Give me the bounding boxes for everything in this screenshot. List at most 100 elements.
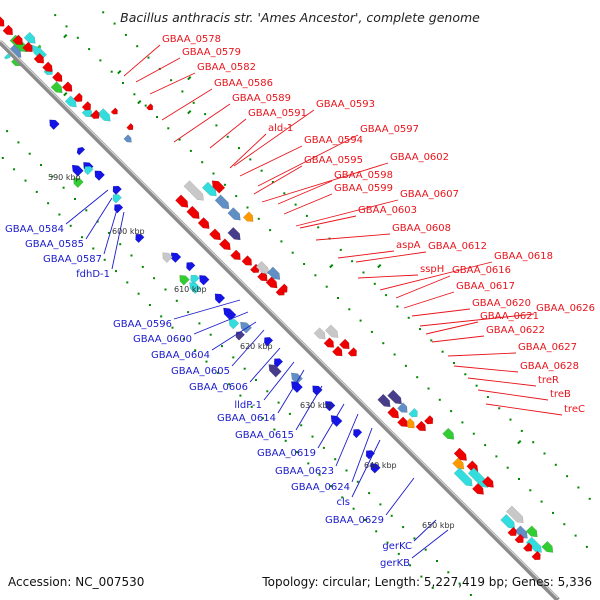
gene-block — [330, 415, 343, 427]
tick-mark — [122, 82, 124, 84]
tick-mark — [192, 101, 195, 104]
gene-block — [481, 475, 494, 488]
forward-gene-label: GBAA_0608 — [392, 223, 451, 234]
gene-block — [97, 108, 111, 122]
tick-mark — [409, 564, 412, 567]
forward-leader-line — [425, 321, 479, 335]
tick-mark — [194, 349, 197, 352]
tick-mark — [397, 552, 400, 555]
tick-mark — [509, 418, 512, 421]
tick-mark — [262, 417, 264, 420]
tick-mark — [65, 25, 68, 28]
gene-block — [541, 540, 554, 553]
gene-block — [268, 364, 282, 378]
tick-mark — [334, 458, 337, 461]
tick-mark — [81, 236, 83, 239]
gene-block — [453, 447, 467, 461]
tick-mark — [99, 59, 102, 62]
forward-gene-label: treR — [538, 375, 559, 386]
reverse-leader-line — [411, 529, 449, 559]
gene-block — [377, 393, 391, 408]
tick-mark — [375, 530, 378, 533]
tick-mark — [164, 288, 167, 291]
reverse-leader-line — [193, 311, 249, 335]
gene-block — [22, 41, 33, 53]
gene-block — [0, 16, 5, 27]
tick-mark — [216, 371, 219, 374]
forward-gene-label: GBAA_0589 — [232, 93, 291, 104]
forward-leader-line — [379, 261, 493, 291]
tick-mark — [386, 541, 389, 544]
tick-mark — [24, 179, 27, 182]
tick-mark — [359, 319, 362, 322]
forward-leader-line — [411, 308, 471, 317]
tick-mark — [294, 203, 297, 206]
tick-mark — [436, 560, 438, 562]
tick-mark — [472, 432, 475, 435]
gene-block — [227, 227, 241, 241]
gene-block — [452, 457, 465, 470]
tick-mark — [431, 586, 434, 589]
tick-mark — [147, 56, 150, 59]
tick-mark — [103, 258, 106, 261]
reverse-gene-label: GBAA_0629 — [325, 515, 384, 526]
tick-mark — [352, 507, 355, 510]
tick-mark — [341, 496, 344, 499]
gene-block — [209, 228, 221, 241]
tick-mark — [450, 410, 453, 413]
forward-leader-line — [355, 251, 427, 263]
reverse-leader-line — [295, 385, 323, 431]
forward-leader-line — [419, 313, 535, 327]
kbp-tick-label: 590 kbp — [48, 173, 81, 182]
forward-gene-label: GBAA_0591 — [248, 108, 307, 119]
gene-block — [278, 283, 288, 293]
tick-mark — [458, 582, 461, 585]
tick-mark — [63, 92, 68, 97]
tick-mark — [379, 503, 382, 506]
forward-leader-line — [477, 389, 549, 401]
tick-mark — [441, 350, 444, 353]
tick-mark — [469, 594, 472, 596]
tick-mark — [329, 485, 332, 488]
reverse-leader-line — [385, 477, 415, 516]
gene-block — [190, 274, 200, 285]
reverse-leader-line — [211, 321, 257, 351]
tick-mark — [322, 446, 325, 449]
reverse-gene-labels: GBAA_0584GBAA_0585GBAA_0587fdhD-1GBAA_05… — [5, 224, 412, 569]
gene-block — [312, 385, 323, 396]
gene-block — [146, 103, 154, 111]
reverse-gene-label: GBAA_0615 — [235, 430, 294, 441]
tick-mark — [17, 141, 20, 144]
tick-mark — [271, 181, 274, 183]
tick-mark — [517, 440, 522, 445]
reverse-gene-label: GBAA_0606 — [189, 382, 248, 393]
gene-block — [415, 420, 426, 432]
gene-block — [273, 358, 284, 368]
forward-leader-line — [485, 403, 563, 416]
forward-leader-line — [295, 199, 399, 227]
tick-mark — [239, 394, 242, 397]
tick-mark — [404, 364, 407, 367]
tick-mark — [235, 195, 238, 198]
gene-block — [291, 381, 303, 393]
gene-block — [186, 262, 196, 272]
forward-gene-label: GBAA_0616 — [452, 265, 511, 276]
reverse-leader-line — [173, 299, 241, 320]
forward-leader-line — [135, 57, 181, 83]
forward-gene-label: GBAA_0620 — [472, 298, 531, 309]
gene-block — [230, 249, 241, 261]
tick-mark — [156, 116, 158, 118]
forward-gene-label: GBAA_0603 — [358, 205, 417, 216]
tick-mark — [257, 217, 260, 220]
tick-mark — [337, 297, 339, 299]
gene-block — [267, 266, 281, 280]
tick-mark — [63, 34, 68, 39]
gene-block — [325, 400, 336, 412]
reverse-gene-label: gerKC — [382, 541, 412, 552]
tick-mark — [382, 342, 385, 345]
tick-mark — [318, 473, 321, 476]
reverse-leader-line — [111, 211, 125, 270]
tick-mark — [486, 396, 489, 398]
